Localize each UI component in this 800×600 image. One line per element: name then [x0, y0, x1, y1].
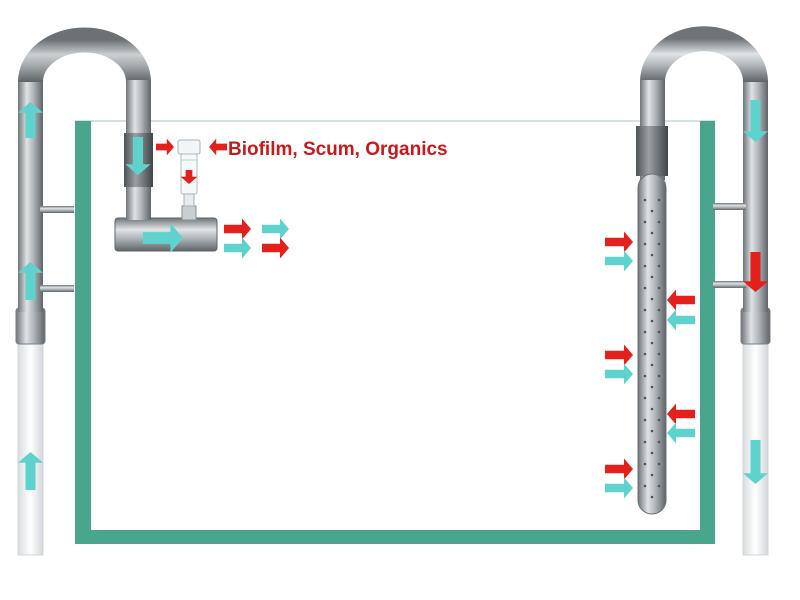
- perforation-hole: [657, 264, 661, 268]
- inflow-support-bar-upper: [40, 206, 74, 213]
- perforation-hole: [643, 352, 647, 356]
- perforation-hole: [657, 352, 661, 356]
- debris-arrow-icon: [605, 344, 633, 366]
- perforation-hole: [650, 451, 654, 455]
- flow-arrow-icon: [17, 102, 44, 138]
- debris-arrow-icon: [180, 170, 198, 184]
- perforation-hole: [657, 242, 661, 246]
- perforation-hole: [657, 418, 661, 422]
- debris-arrow-icon: [667, 289, 695, 311]
- inflow-pipe: [15, 27, 218, 556]
- outflow-hose-connector: [740, 307, 771, 345]
- flow-arrow-icon: [143, 223, 183, 253]
- perforation-hole: [650, 363, 654, 367]
- debris-annotation-label: Biofilm, Scum, Organics: [228, 139, 448, 160]
- debris-arrow-icon: [209, 138, 227, 156]
- flow-arrow-icon: [17, 262, 44, 300]
- aquarium-tank: [75, 121, 715, 544]
- flow-arrow-icon: [125, 137, 151, 175]
- perforation-hole: [643, 330, 647, 334]
- perforation-hole: [657, 308, 661, 312]
- perforation-hole: [650, 341, 654, 345]
- flow-arrow-icon: [742, 440, 769, 484]
- perforation-hole: [650, 253, 654, 257]
- perforation-hole: [643, 484, 647, 488]
- surface-skimmer-venturi: [177, 139, 201, 207]
- perforation-hole: [643, 418, 647, 422]
- perforation-hole: [643, 396, 647, 400]
- perforation-hole: [643, 242, 647, 246]
- perforation-hole: [643, 220, 647, 224]
- inflow-u-bend: [18, 27, 151, 83]
- perforation-hole: [650, 473, 654, 477]
- perforation-hole: [643, 462, 647, 466]
- inflow-support-bar-lower: [40, 285, 74, 292]
- perforation-hole: [650, 385, 654, 389]
- inflow-hose: [17, 329, 44, 556]
- flow-arrows: [17, 100, 769, 499]
- perforation-hole: [650, 275, 654, 279]
- perforation-hole: [657, 286, 661, 290]
- perforation-hole: [643, 440, 647, 444]
- outflow-support-bar-lower: [713, 281, 746, 288]
- debris-arrow-icon: [605, 458, 633, 480]
- flow-arrow-icon: [742, 100, 769, 142]
- perforation-hole: [650, 209, 654, 213]
- outflow-u-bend: [640, 26, 768, 83]
- perforation-hole: [650, 495, 654, 499]
- flow-arrow-icon: [605, 250, 633, 272]
- debris-arrow-icon: [667, 403, 695, 425]
- perforation-hole: [657, 220, 661, 224]
- flow-arrow-icon: [667, 422, 695, 444]
- flow-arrow-icon: [17, 452, 44, 490]
- perforation-hole: [657, 396, 661, 400]
- perforation-hole: [657, 484, 661, 488]
- debris-arrow-icon: [742, 252, 769, 292]
- outflow-support-bar-upper: [713, 203, 746, 210]
- perforation-hole: [657, 440, 661, 444]
- flow-arrow-icon: [224, 237, 251, 259]
- debris-arrow-icon: [262, 237, 289, 259]
- debris-arrow-icon: [156, 138, 174, 156]
- venturi-stem: [181, 205, 197, 221]
- outflow-pipe: [636, 26, 771, 556]
- perforation-hole: [643, 308, 647, 312]
- perforation-hole: [643, 374, 647, 378]
- inflow-hose-connector: [15, 307, 46, 345]
- perforation-hole: [643, 264, 647, 268]
- perforation-hole: [643, 286, 647, 290]
- debris-arrow-icon: [605, 231, 633, 253]
- outflow-sleeve: [636, 126, 668, 176]
- perforation-hole: [657, 374, 661, 378]
- perforation-hole: [650, 297, 654, 301]
- perforation-hole: [657, 462, 661, 466]
- flow-arrow-icon: [667, 309, 695, 331]
- strainer-perforations: [643, 198, 661, 499]
- flow-arrow-icon: [262, 218, 289, 240]
- perforation-hole: [657, 198, 661, 202]
- perforation-hole: [650, 231, 654, 235]
- perforation-hole: [657, 330, 661, 334]
- perforation-hole: [650, 429, 654, 433]
- flow-arrow-icon: [605, 363, 633, 385]
- perforation-hole: [650, 319, 654, 323]
- flow-arrow-icon: [605, 477, 633, 499]
- perforation-hole: [650, 407, 654, 411]
- debris-arrow-icon: [224, 218, 251, 240]
- perforation-hole: [643, 198, 647, 202]
